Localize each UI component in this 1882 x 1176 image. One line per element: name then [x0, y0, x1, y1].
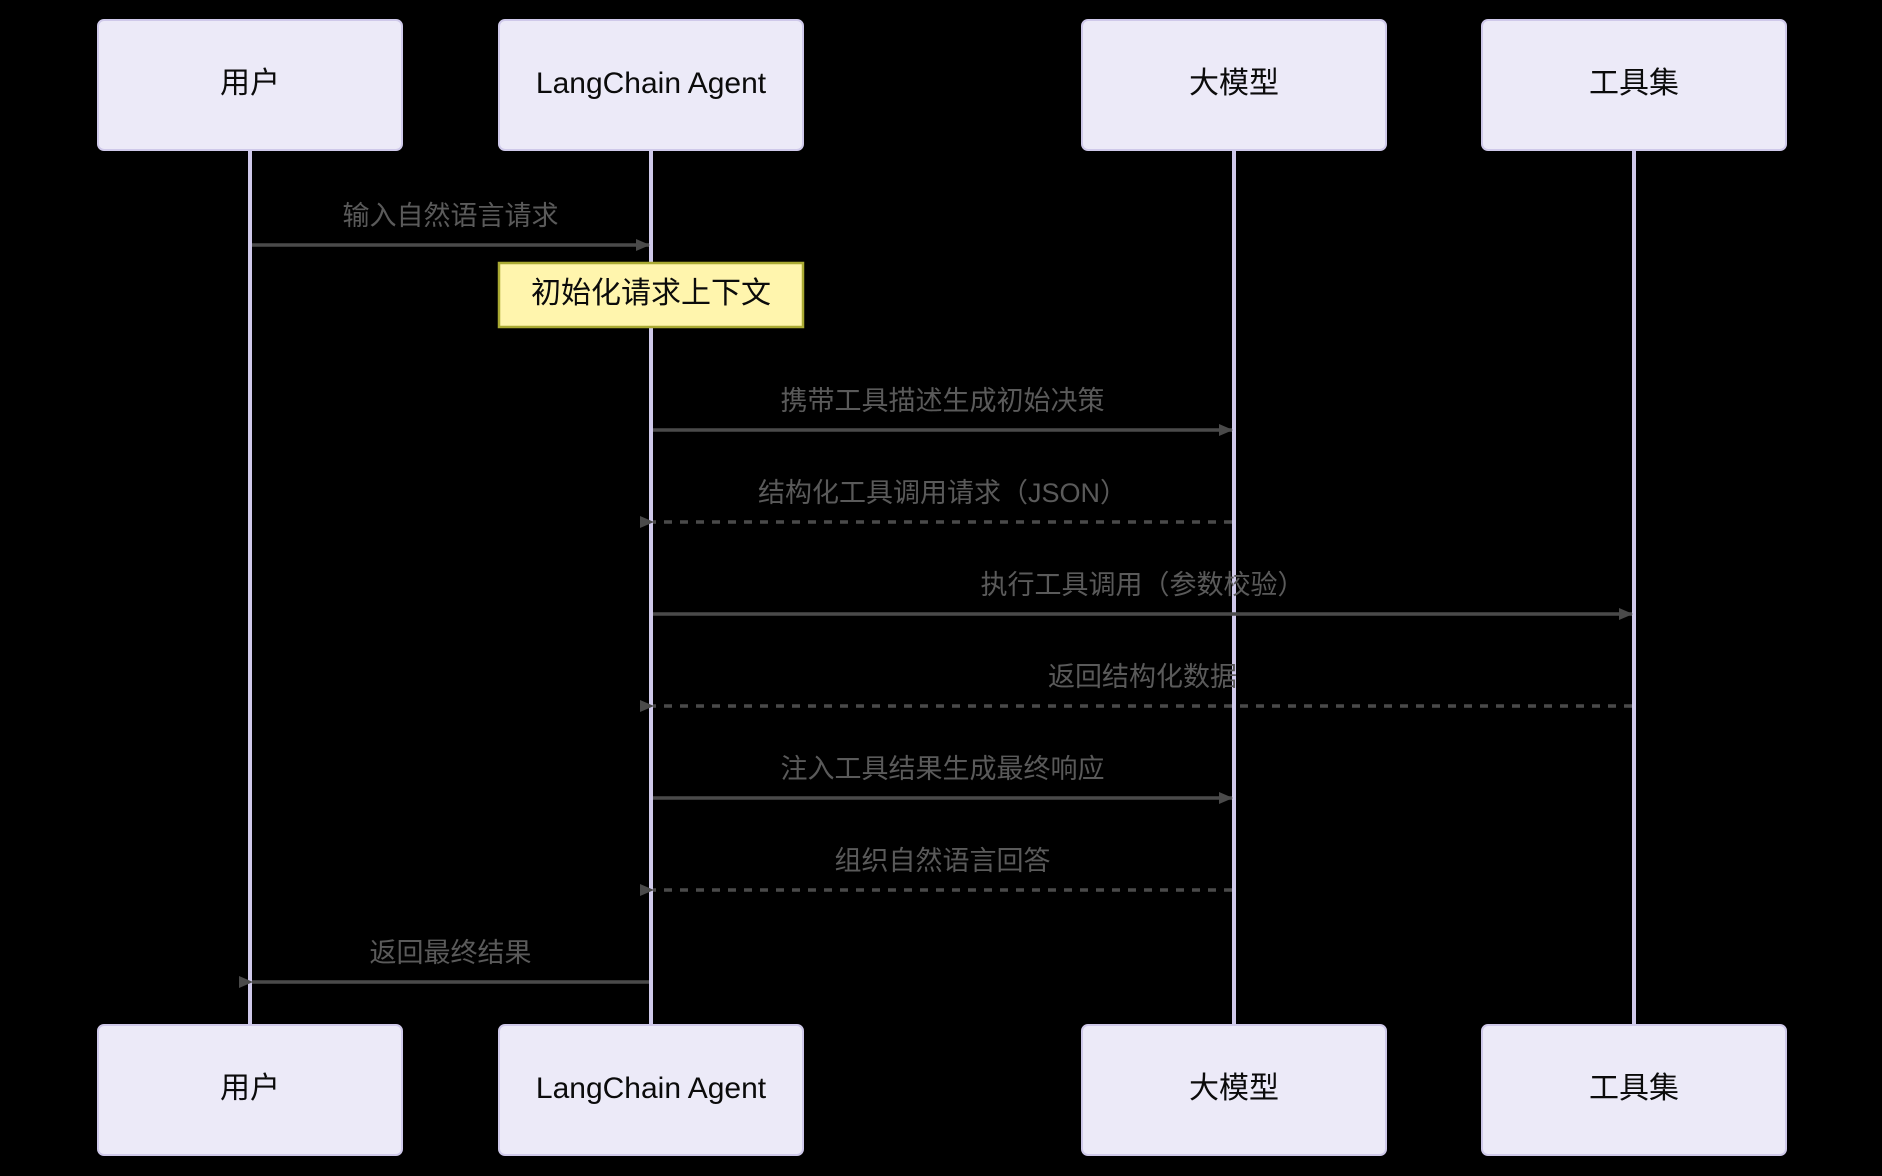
- message-6[interactable]: 组织自然语言回答: [640, 846, 1232, 896]
- message-0[interactable]: 输入自然语言请求: [252, 201, 650, 251]
- message-5[interactable]: 注入工具结果生成最终响应: [653, 754, 1233, 804]
- bottom-participant-boxes: 用户 LangChain Agent 大模型 工具集: [97, 1024, 1787, 1156]
- participant-label-tools-top: 工具集: [1589, 67, 1679, 100]
- participant-label-tools-bottom: 工具集: [1589, 1072, 1679, 1105]
- top-participant-boxes: 用户 LangChain Agent 大模型 工具集: [97, 19, 1787, 151]
- message-2[interactable]: 结构化工具调用请求（JSON）: [640, 478, 1232, 528]
- message-label-6: 组织自然语言回答: [835, 846, 1051, 876]
- participant-label-agent-bottom: LangChain Agent: [536, 1072, 767, 1105]
- message-label-3: 执行工具调用（参数校验）: [981, 570, 1305, 600]
- message-label-7: 返回最终结果: [370, 938, 532, 968]
- message-label-4: 返回结构化数据: [1048, 662, 1237, 692]
- lifelines-group: [248, 150, 1636, 1025]
- note-0[interactable]: 初始化请求上下文: [497, 261, 805, 329]
- participant-label-llm-top: 大模型: [1189, 67, 1279, 100]
- message-1[interactable]: 携带工具描述生成初始决策: [653, 386, 1233, 436]
- message-3[interactable]: 执行工具调用（参数校验）: [653, 570, 1633, 620]
- note-label-0: 初始化请求上下文: [531, 277, 771, 310]
- message-label-5: 注入工具结果生成最终响应: [781, 754, 1105, 784]
- message-4[interactable]: 返回结构化数据: [640, 662, 1632, 712]
- participant-box-llm-top[interactable]: [1081, 19, 1387, 151]
- notes-group: 初始化请求上下文: [497, 261, 805, 329]
- participant-label-user-bottom: 用户: [220, 1072, 280, 1105]
- participant-label-user-top: 用户: [220, 67, 280, 100]
- participant-box-tools-bottom[interactable]: [1481, 1024, 1787, 1156]
- participant-label-agent-top: LangChain Agent: [536, 67, 767, 100]
- message-label-1: 携带工具描述生成初始决策: [781, 386, 1105, 416]
- participant-box-user-bottom[interactable]: [97, 1024, 403, 1156]
- participant-box-user-top[interactable]: [97, 19, 403, 151]
- participant-box-agent-top[interactable]: [498, 19, 804, 151]
- participant-box-llm-bottom[interactable]: [1081, 1024, 1387, 1156]
- message-label-0: 输入自然语言请求: [343, 201, 559, 231]
- participant-label-llm-bottom: 大模型: [1189, 1072, 1279, 1105]
- message-7[interactable]: 返回最终结果: [239, 938, 649, 988]
- participant-box-tools-top[interactable]: [1481, 19, 1787, 151]
- participant-box-agent-bottom[interactable]: [498, 1024, 804, 1156]
- message-label-2: 结构化工具调用请求（JSON）: [758, 478, 1127, 508]
- note-box-0: [497, 261, 805, 329]
